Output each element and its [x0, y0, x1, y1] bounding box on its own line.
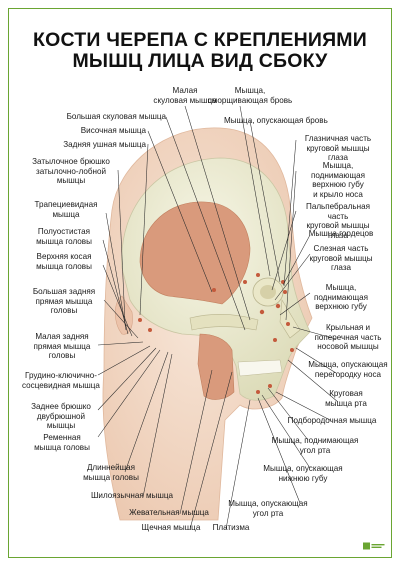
label-rectus-capitis-posterior-minor: Малая задняя прямая мышца головы [33, 332, 91, 361]
label-orbicularis-oris: Круговая мышца рта [325, 389, 367, 408]
label-corrugator-supercilii: Мышца, сморщивающая бровь [207, 86, 293, 105]
label-semispinalis-capitis: Полуостистая мышца головы [36, 227, 92, 246]
label-depressor-anguli-oris: Мышца, опускающая угол рта [228, 499, 308, 518]
masseter [197, 333, 235, 400]
label-rectus-capitis-posterior-major: Большая задняя прямая мышца головы [32, 287, 96, 316]
label-levator-anguli-oris: Мышца, поднимающая угол рта [271, 436, 359, 455]
poster-frame [8, 8, 392, 558]
label-sternocleidomastoid: Грудино-ключично- сосцевидная мышца [22, 371, 100, 390]
label-levator-labii-superioris: Мышца, поднимающая верхнюю губу [313, 283, 369, 312]
label-zygomaticus-minor: Малая скуловая мышца [153, 86, 217, 105]
temporal-muscle [139, 201, 251, 305]
label-temporalis: Височная мышца [80, 126, 146, 135]
label-styloglossus: Шилоязычная мышца [91, 491, 173, 500]
label-nasalis: Крыльная и поперечная часть носовой мышц… [314, 323, 382, 352]
label-occipitofrontalis: Затылочное брюшко затылочно-лобной мышцы [32, 157, 110, 186]
label-masseter: Жевательная мышца [129, 508, 209, 517]
label-procerus: Мышца гордецов [308, 229, 374, 238]
label-depressor-labii-inferioris: Мышца, опускающая нижнюю губу [263, 464, 343, 483]
label-buccinator: Щечная мышца [141, 523, 201, 532]
label-auricularis-posterior: Задняя ушная мышца [63, 140, 146, 149]
label-depressor-septi-nasi: Мышца, опускающая перегородку носа [308, 360, 388, 379]
label-splenius-capitis: Ременная мышца головы [34, 433, 90, 452]
label-platysma: Платизма [212, 523, 250, 532]
label-orbicularis-oculi-palpebral: Пальпебральная часть круговой мышцы глаз… [306, 202, 370, 240]
label-orbicularis-oculi-lacrimal: Слезная часть круговой мышцы глаза [309, 244, 373, 273]
zygomatic-arch [189, 314, 259, 331]
label-depressor-supercilii: Мышца, опускающая бровь [224, 116, 328, 125]
label-obliquus-capitis-superior: Верхняя косая мышца головы [36, 252, 92, 271]
label-mentalis: Подбородочная мышца [287, 416, 377, 425]
label-orbicularis-oculi-orbital: Глазничная часть круговой мышцы глаза [304, 134, 372, 163]
title-line-1: КОСТИ ЧЕРЕПА С КРЕПЛЕНИЯМИ [33, 29, 367, 51]
label-trapezius: Трапециевидная мышца [34, 200, 98, 219]
label-zygomaticus-major: Большая скуловая мышца [66, 112, 166, 121]
label-levator-labii-alaeque-nasi: Мышца, поднимающая верхнюю губу и крыло … [310, 161, 366, 199]
publisher-logo [363, 542, 385, 550]
title-line-2: МЫШЦ ЛИЦА ВИД СБОКУ [72, 50, 328, 72]
teeth [237, 359, 283, 377]
label-digastric-posterior: Заднее брюшко двубрюшной мышцы [31, 402, 91, 431]
label-longissimus-capitis: Длиннейшая мышца головы [83, 463, 139, 482]
